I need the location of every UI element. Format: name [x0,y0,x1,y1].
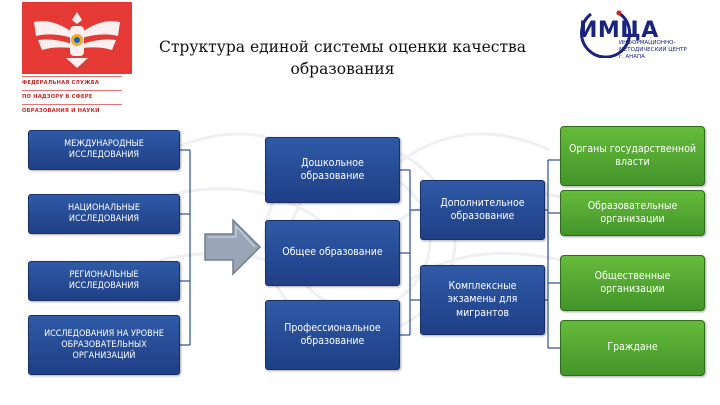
studies-organizations-label: ИССЛЕДОВАНИЯ НА УРОВНЕ ОБРАЗОВАТЕЛЬНЫХ О… [44,328,164,361]
level-professional-label: Профессиональное образование [284,321,381,348]
studies-national-label: НАЦИОНАЛЬНЫЕ ИССЛЕДОВАНИЯ [68,203,140,224]
eagle-crest-icon [22,2,132,74]
studies-international-label: МЕЖДУНАРОДНЫЕ ИССЛЕДОВАНИЯ [64,139,144,160]
additional-education: Дополнительное образование [420,180,545,240]
level-preschool-label: Дошкольное образование [300,156,365,183]
additional-education-label: Дополнительное образование [440,196,525,223]
logo-ring-icon [580,10,631,58]
level-general: Общее образование [265,220,400,286]
logo-separator [22,90,122,91]
participant-public-orgs-label: Общественные организации [594,269,671,296]
studies-regional: РЕГИОНАЛЬНЫЕ ИССЛЕДОВАНИЯ [28,261,180,301]
logo-sub-1: ИНФОРМАЦИОННО- [619,40,676,46]
level-professional: Профессиональное образование [265,300,400,370]
participant-edu-orgs-label: Образовательные организации [587,199,678,226]
logo-separator [22,76,122,77]
level-preschool: Дошкольное образование [265,137,400,203]
participant-government-label: Органы государственной власти [568,142,696,169]
migrant-exams-label: Комплексные экзамены для мигрантов [447,279,518,319]
logo-separator [22,104,122,105]
participant-public-orgs: Общественные организации [560,255,705,311]
logo-sub-3: г. АНАПА [619,54,645,60]
logo-line-1: ФЕДЕРАЛЬНАЯ СЛУЖБА [22,80,100,86]
participant-edu-orgs: Образовательные организации [560,190,705,236]
participant-citizens-label: Граждане [607,341,658,354]
page-title: Структура единой системы оценки качества… [159,38,526,78]
studies-organizations: ИССЛЕДОВАНИЯ НА УРОВНЕ ОБРАЗОВАТЕЛЬНЫХ О… [28,315,180,375]
participant-citizens: Граждане [560,320,705,376]
flow-arrow-icon [204,218,262,276]
migrant-exams: Комплексные экзамены для мигрантов [420,265,545,335]
imca-logo: ИМЦА ИНФОРМАЦИОННО- МЕТОДИЧЕСКИЙ ЦЕНТР г… [575,6,695,66]
logo-sub-2: МЕТОДИЧЕСКИЙ ЦЕНТР [619,47,687,53]
level-general-label: Общее образование [282,246,383,259]
studies-international: МЕЖДУНАРОДНЫЕ ИССЛЕДОВАНИЯ [28,130,180,170]
logo-line-2: ПО НАДЗОРУ В СФЕРЕ [22,94,93,100]
participant-government: Органы государственной власти [560,126,705,186]
logo-line-3: ОБРАЗОВАНИЯ И НАУКИ [22,108,100,114]
studies-regional-label: РЕГИОНАЛЬНЫЕ ИССЛЕДОВАНИЯ [68,270,140,291]
studies-national: НАЦИОНАЛЬНЫЕ ИССЛЕДОВАНИЯ [28,194,180,234]
rosobrnadzor-logo: ФЕДЕРАЛЬНАЯ СЛУЖБА ПО НАДЗОРУ В СФЕРЕ ОБ… [22,2,134,120]
logo-mark: ИМЦА [579,18,659,43]
